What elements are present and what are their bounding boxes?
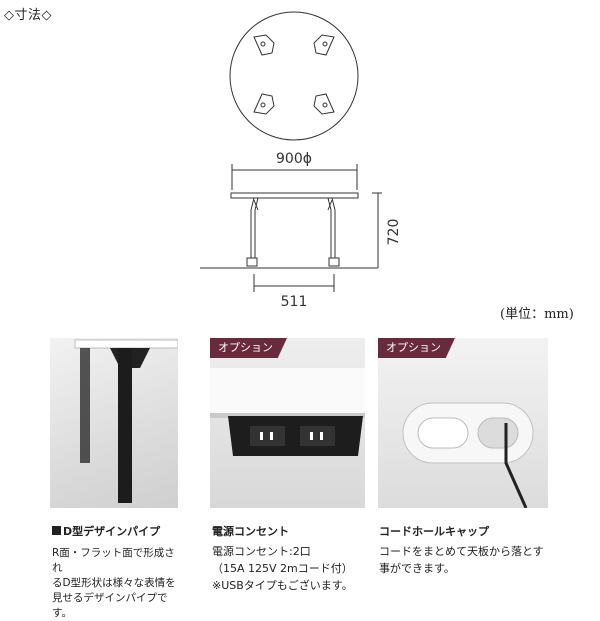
pipe-caption-title: D型デザインパイプ — [52, 523, 160, 539]
cable-caption-title: コードホールキャップ — [379, 525, 489, 538]
tabletop-top-view — [229, 11, 359, 141]
option-badge: オプション — [378, 338, 455, 358]
pipe-caption-body: R面・フラット面で形成され るD型形状は様々な表情を 見せるデザインパイプです。 — [52, 547, 176, 619]
outlet-photo: オプション — [210, 338, 365, 508]
units-label: (単位：mm) — [500, 307, 574, 322]
diameter-label: 900ϕ — [276, 151, 312, 167]
base-width-label: 511 — [281, 294, 308, 310]
square-bullet-icon — [52, 526, 61, 535]
base-dimension-line — [253, 274, 335, 292]
option-badge: オプション — [210, 338, 287, 358]
cable-cap-photo: オプション — [378, 338, 548, 508]
outlet-caption-body: 電源コンセント:2口 （15A 125V 2mコード付） ※USBタイプもござい… — [212, 545, 353, 592]
pipe-leg-photo — [50, 338, 178, 508]
leg-bracket-icon — [253, 34, 335, 115]
height-label: 720 — [386, 219, 402, 246]
outlet-caption-title: 電源コンセント — [212, 525, 289, 538]
height-dimension-line — [372, 192, 382, 268]
cable-caption-body: コードをまとめて天板から落とす 事ができます。 — [379, 545, 544, 575]
dimension-drawing: 900ϕ 720 511 — [200, 11, 402, 310]
table-side-view — [230, 192, 359, 267]
width-dimension-line — [231, 164, 358, 190]
section-title: ◇寸法◇ — [4, 8, 52, 23]
